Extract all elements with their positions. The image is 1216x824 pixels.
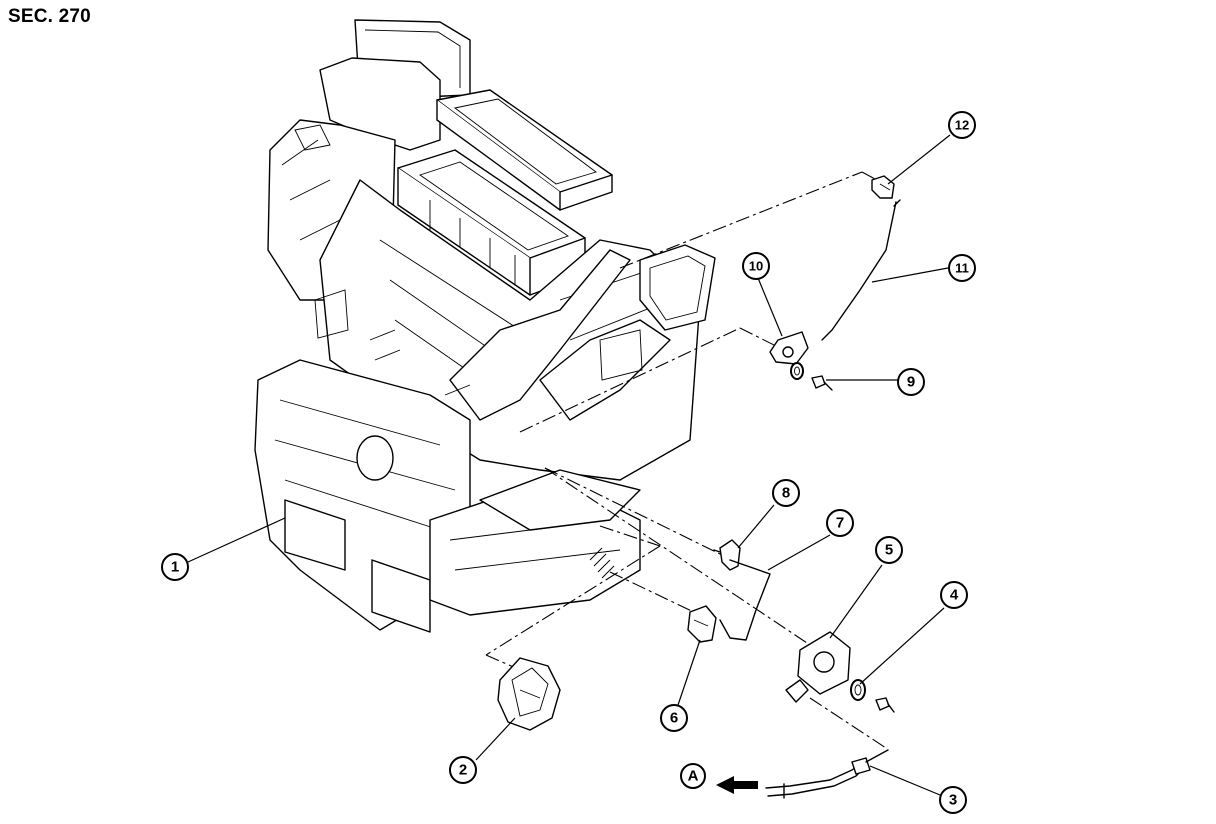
callout-11: 11	[948, 254, 976, 282]
assembly-reference-lines	[485, 171, 887, 749]
callout-6: 6	[660, 704, 688, 732]
part-6-clamp	[687, 605, 717, 643]
part-12-clip	[871, 175, 895, 199]
part-5-actuator	[785, 631, 851, 703]
leader-lines	[187, 134, 951, 796]
svg-text:8: 8	[782, 485, 790, 502]
callout-8: 8	[772, 479, 800, 507]
svg-text:1: 1	[171, 559, 179, 576]
part-2-cover	[497, 657, 561, 731]
view-arrow	[716, 776, 758, 794]
part-7-cable	[719, 559, 771, 641]
callout-2: 2	[449, 756, 477, 784]
part-10-lever	[769, 331, 809, 365]
callout-7: 7	[826, 509, 854, 537]
callout-3: 3	[939, 786, 967, 814]
svg-text:10: 10	[749, 259, 763, 274]
part-4-washer-screw	[850, 679, 895, 713]
section-label: SEC. 270	[8, 6, 91, 27]
part-8-clip	[713, 539, 741, 571]
svg-text:3: 3	[949, 792, 957, 809]
svg-text:2: 2	[459, 762, 467, 779]
svg-text:5: 5	[885, 542, 893, 559]
part-3-cable	[765, 749, 889, 799]
callout-10: 10	[742, 252, 770, 280]
svg-text:6: 6	[670, 710, 678, 727]
callout-9: 9	[897, 368, 925, 396]
part-11-rod	[821, 199, 901, 341]
svg-text:9: 9	[907, 374, 915, 391]
svg-text:4: 4	[950, 587, 959, 604]
callout-1: 1	[161, 553, 189, 581]
svg-text:A: A	[688, 768, 699, 785]
heater-unit-assembly	[254, 19, 716, 633]
callout-4: 4	[940, 581, 968, 609]
svg-text:7: 7	[836, 515, 844, 532]
callout-12: 12	[948, 111, 976, 139]
svg-text:12: 12	[955, 118, 969, 133]
part-9-washer-screw	[790, 362, 833, 391]
view-marker-a: A	[680, 763, 706, 789]
callout-5: 5	[875, 536, 903, 564]
svg-text:11: 11	[955, 261, 969, 276]
